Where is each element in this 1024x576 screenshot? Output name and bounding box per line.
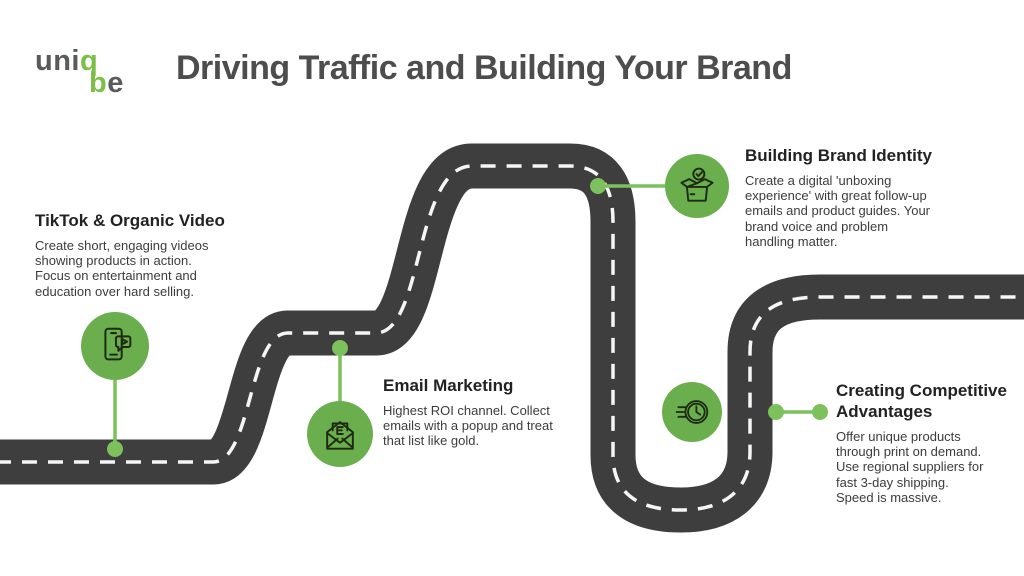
milestone-body-line: Create a digital 'unboxing: [745, 173, 892, 188]
milestone-title: Creating Competitive Advantages: [836, 381, 1007, 421]
logo-row-top: uniq: [35, 46, 98, 76]
logo-row-bottom: be: [89, 68, 124, 98]
uniqbe-logo: uniq be: [35, 44, 155, 100]
milestone-body-line: showing products in action.: [35, 253, 192, 269]
milestone-body-line: brand voice and problem: [745, 218, 889, 234]
milestone-brand-identity: Building Brand Identity Create a digital…: [745, 145, 963, 249]
milestone-body-line: Create short, engaging videos: [35, 238, 209, 253]
milestone-body-line: experience' with great follow-up: [745, 188, 927, 204]
milestone-body-line: Focus on entertainment and: [35, 268, 197, 284]
speed-clock-icon: [675, 400, 709, 424]
competitive-icon-circle: [662, 382, 722, 442]
milestone-body-line: that list like gold.: [383, 433, 480, 449]
milestone-competitive-advantages: Creating Competitive Advantages Offer un…: [836, 380, 1024, 505]
email-road-marker-dot: [332, 340, 348, 356]
milestone-body-line: education over hard selling.: [35, 283, 194, 299]
email-icon: [326, 421, 354, 450]
milestone-body-line: Speed is massive.: [836, 489, 942, 505]
milestone-title: Email Marketing: [383, 376, 514, 395]
logo-text-uni: uni: [35, 45, 80, 77]
milestone-title: Building Brand Identity: [745, 146, 932, 165]
logo-text-b: b: [89, 67, 108, 99]
milestone-title: TikTok & Organic Video: [35, 211, 225, 230]
milestone-body-line: Use regional suppliers for: [836, 459, 984, 475]
milestone-tiktok: TikTok & Organic Video Create short, eng…: [35, 210, 247, 299]
brand-road-marker-dot: [590, 178, 606, 194]
logo-text-e: e: [107, 67, 124, 99]
tiktok-icon-circle: [81, 312, 149, 380]
competitive-text-marker-dot: [812, 404, 828, 420]
milestone-email: Email Marketing Highest ROI channel. Col…: [383, 375, 588, 449]
competitive-road-marker-dot: [768, 404, 784, 420]
milestone-body-line: Offer unique products: [836, 429, 961, 444]
milestone-body-line: emails and product guides. Your: [745, 203, 931, 219]
phone-video-icon: [104, 327, 132, 361]
milestone-body-line: Highest ROI channel. Collect: [383, 403, 550, 418]
milestone-body-line: emails with a popup and treat: [383, 418, 553, 434]
road-center-dashes: [0, 164, 1024, 512]
tiktok-road-marker-dot: [107, 441, 123, 457]
brand-icon-circle: [665, 154, 729, 218]
logo-text-q: q: [80, 45, 99, 77]
milestone-body-line: handling matter.: [745, 233, 838, 249]
unboxing-box-icon: [680, 167, 714, 202]
milestone-body-line: through print on demand.: [836, 444, 982, 460]
email-icon-circle: [307, 401, 373, 467]
milestone-body-line: fast 3-day shipping.: [836, 474, 949, 490]
page-title: Driving Traffic and Building Your Brand: [176, 49, 792, 87]
